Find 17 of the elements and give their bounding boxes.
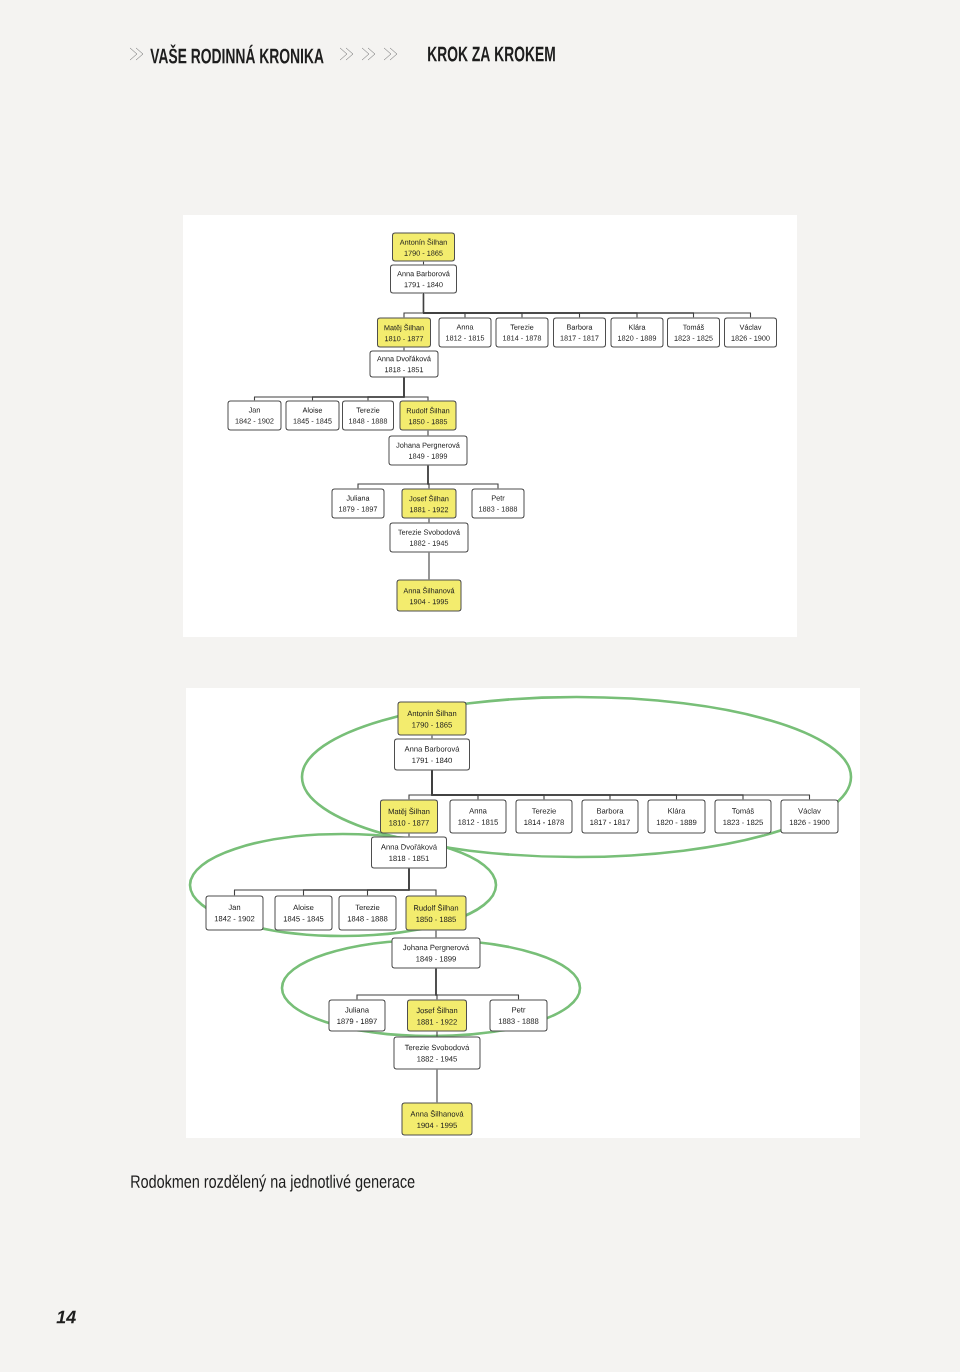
connector-line bbox=[403, 376, 429, 402]
connector-line bbox=[435, 929, 437, 939]
connector-line bbox=[427, 429, 429, 437]
caption: Rodokmen rozdělený na jednotlivé generace bbox=[131, 1174, 415, 1192]
connector-line bbox=[422, 260, 425, 266]
connector-line bbox=[428, 551, 430, 581]
connector-line bbox=[408, 867, 437, 897]
connector-line bbox=[428, 517, 430, 524]
connector-line bbox=[422, 292, 752, 319]
connector-line bbox=[431, 769, 811, 801]
connector-line bbox=[436, 1030, 438, 1038]
connector-line bbox=[427, 464, 499, 490]
page-number: 14 bbox=[56, 1310, 76, 1324]
header-title: VAŠE RODINNÁ KRONIKA bbox=[150, 44, 324, 64]
connector-line bbox=[436, 1068, 438, 1104]
connector-line bbox=[435, 967, 520, 1001]
header-title: KROK ZA KROKEM bbox=[428, 46, 555, 62]
